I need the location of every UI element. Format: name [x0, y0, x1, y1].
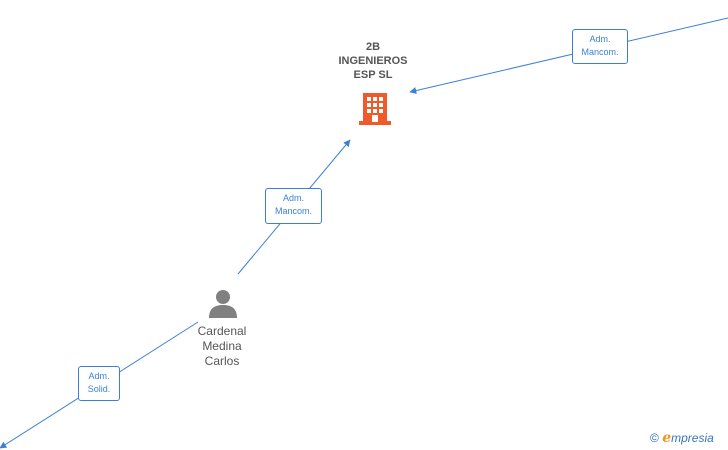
brand-initial: e	[662, 430, 672, 446]
brand-name: mpresia	[671, 431, 714, 445]
role-badge-adm-mancom-person[interactable]: Adm. Mancom.	[265, 188, 322, 224]
role-badge-adm-mancom-top[interactable]: Adm. Mancom.	[572, 29, 628, 64]
person-icon[interactable]	[208, 288, 238, 318]
edge-top-to-company	[409, 17, 728, 94]
role-badge-adm-solid[interactable]: Adm. Solid.	[78, 366, 120, 401]
copyright-symbol: ©	[650, 431, 659, 445]
company-name[interactable]: 2B INGENIEROS ESP SL	[338, 41, 408, 81]
empresia-logo: © empresia	[650, 430, 714, 446]
person-name[interactable]: Cardenal Medina Carlos	[197, 324, 247, 368]
building-icon[interactable]	[359, 91, 391, 125]
